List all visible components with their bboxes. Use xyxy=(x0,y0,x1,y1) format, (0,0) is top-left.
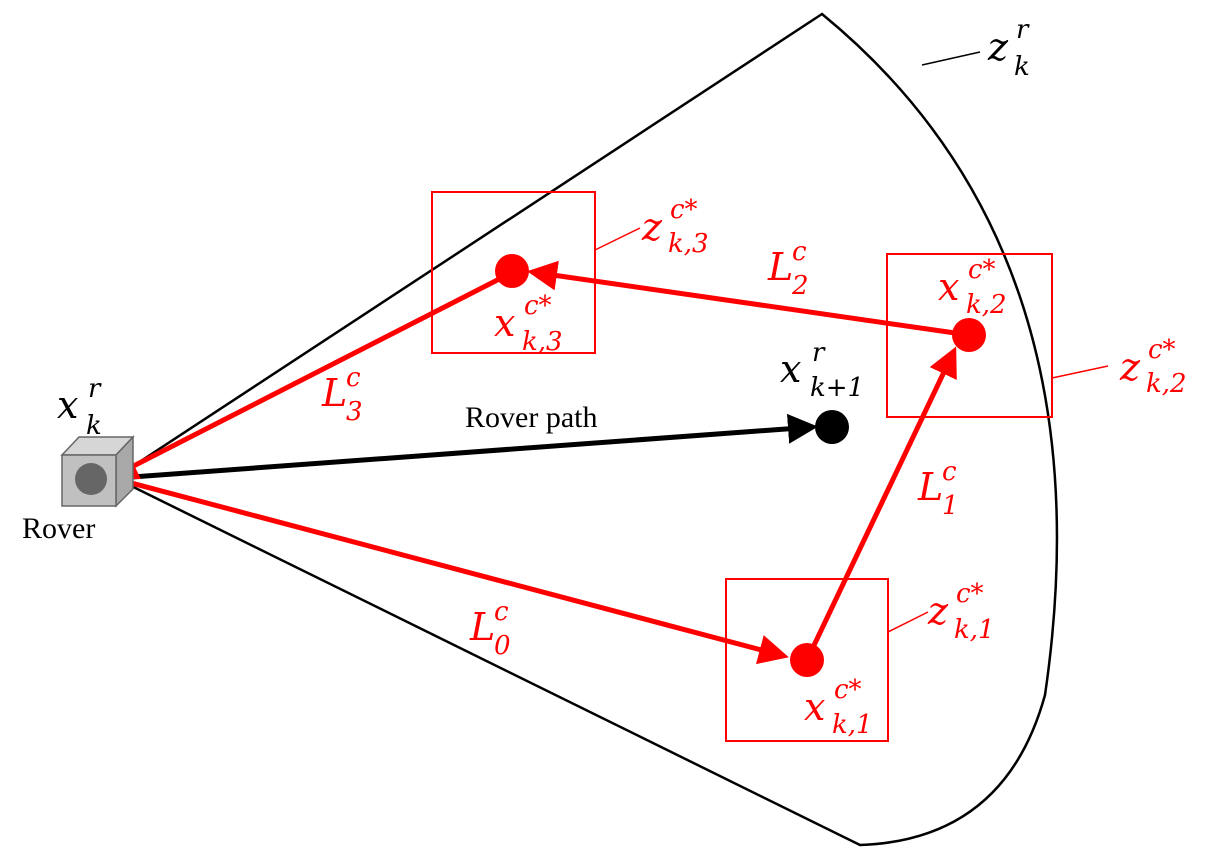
fov-sub: k xyxy=(1014,52,1030,82)
leg-2-sup: c xyxy=(792,237,807,267)
rover-path-arrow xyxy=(117,413,818,481)
region-3-leader xyxy=(594,227,641,251)
point-2-sub: k,2 xyxy=(966,290,1007,320)
leg-3-sup: c xyxy=(346,363,361,393)
region-2-sup: c* xyxy=(1148,335,1176,365)
leg-2-arrow xyxy=(527,260,970,338)
point-3-label: x c* k,3 xyxy=(494,291,563,357)
region-2-sub: k,2 xyxy=(1146,369,1187,399)
point-3-base: x xyxy=(494,301,515,345)
region-3-base: z xyxy=(641,205,663,249)
point-3-sub: k,3 xyxy=(522,327,563,357)
fov-label: z r k xyxy=(987,15,1030,82)
leg-3-base: L xyxy=(321,371,347,415)
leg-0-sup: c xyxy=(494,597,509,627)
candidate-point-1 xyxy=(790,643,824,677)
rover-state-base: x xyxy=(57,383,78,427)
candidate-region-3 xyxy=(431,191,596,354)
fov-label-leader xyxy=(921,51,981,66)
region-1-label: z c* k,1 xyxy=(927,579,995,645)
point-3-sup: c* xyxy=(524,291,552,321)
candidate-region-1 xyxy=(725,578,889,742)
leg-3-arrow xyxy=(107,270,513,480)
candidate-region-2 xyxy=(886,253,1053,418)
leg-1-arrow xyxy=(804,346,957,662)
next-state-label: x r k+1 xyxy=(780,338,864,403)
next-state-sup: r xyxy=(812,338,826,368)
rover-state-label: x r k xyxy=(57,374,102,441)
next-rover-state-point xyxy=(815,410,849,444)
fov-base: z xyxy=(987,25,1009,69)
region-3-label: z c* k,3 xyxy=(641,195,709,259)
rover-path-label: Rover path xyxy=(465,401,597,434)
region-1-base: z xyxy=(927,589,949,633)
point-2-base: x xyxy=(938,265,959,309)
region-3-sup: c* xyxy=(670,195,698,225)
leg-1-label: L c 1 xyxy=(917,457,959,521)
region-3-sub: k,3 xyxy=(668,229,709,259)
leg-3-sub: 3 xyxy=(346,397,363,427)
candidate-point-2 xyxy=(952,318,986,352)
leg-2-sub: 2 xyxy=(791,271,809,301)
leg-1-base: L xyxy=(917,465,943,509)
point-2-sup: c* xyxy=(968,255,996,285)
rover-state-sub: k xyxy=(86,411,102,441)
region-1-sup: c* xyxy=(956,579,984,609)
leg-0-sub: 0 xyxy=(494,631,511,661)
next-state-base: x xyxy=(780,347,801,391)
region-2-base: z xyxy=(1119,345,1141,389)
leg-0-arrow xyxy=(119,477,789,665)
region-1-leader xyxy=(887,611,929,633)
leg-2-label: L c 2 xyxy=(767,237,809,301)
leg-3-label: L c 3 xyxy=(321,363,363,427)
next-state-sub: k+1 xyxy=(810,373,864,403)
point-1-sup: c* xyxy=(834,675,862,705)
region-2-leader xyxy=(1051,365,1109,379)
region-2-label: z c* k,2 xyxy=(1119,335,1187,399)
candidate-point-3 xyxy=(495,254,529,288)
region-1-sub: k,1 xyxy=(954,615,995,645)
leg-1-sub: 1 xyxy=(942,491,959,521)
leg-0-base: L xyxy=(469,605,495,649)
rover-icon xyxy=(60,435,135,508)
fov-sup: r xyxy=(1016,15,1030,45)
leg-2-base: L xyxy=(767,245,793,289)
rover-state-sup: r xyxy=(88,374,102,404)
leg-0-label: L c 0 xyxy=(469,597,511,661)
rover-label: Rover xyxy=(22,512,95,545)
field-of-view-boundary xyxy=(112,12,1059,847)
point-1-label: x c* k,1 xyxy=(804,675,873,740)
point-1-base: x xyxy=(804,685,825,729)
point-1-sub: k,1 xyxy=(832,710,873,740)
leg-1-sup: c xyxy=(942,457,957,487)
point-2-label: x c* k,2 xyxy=(938,255,1007,320)
